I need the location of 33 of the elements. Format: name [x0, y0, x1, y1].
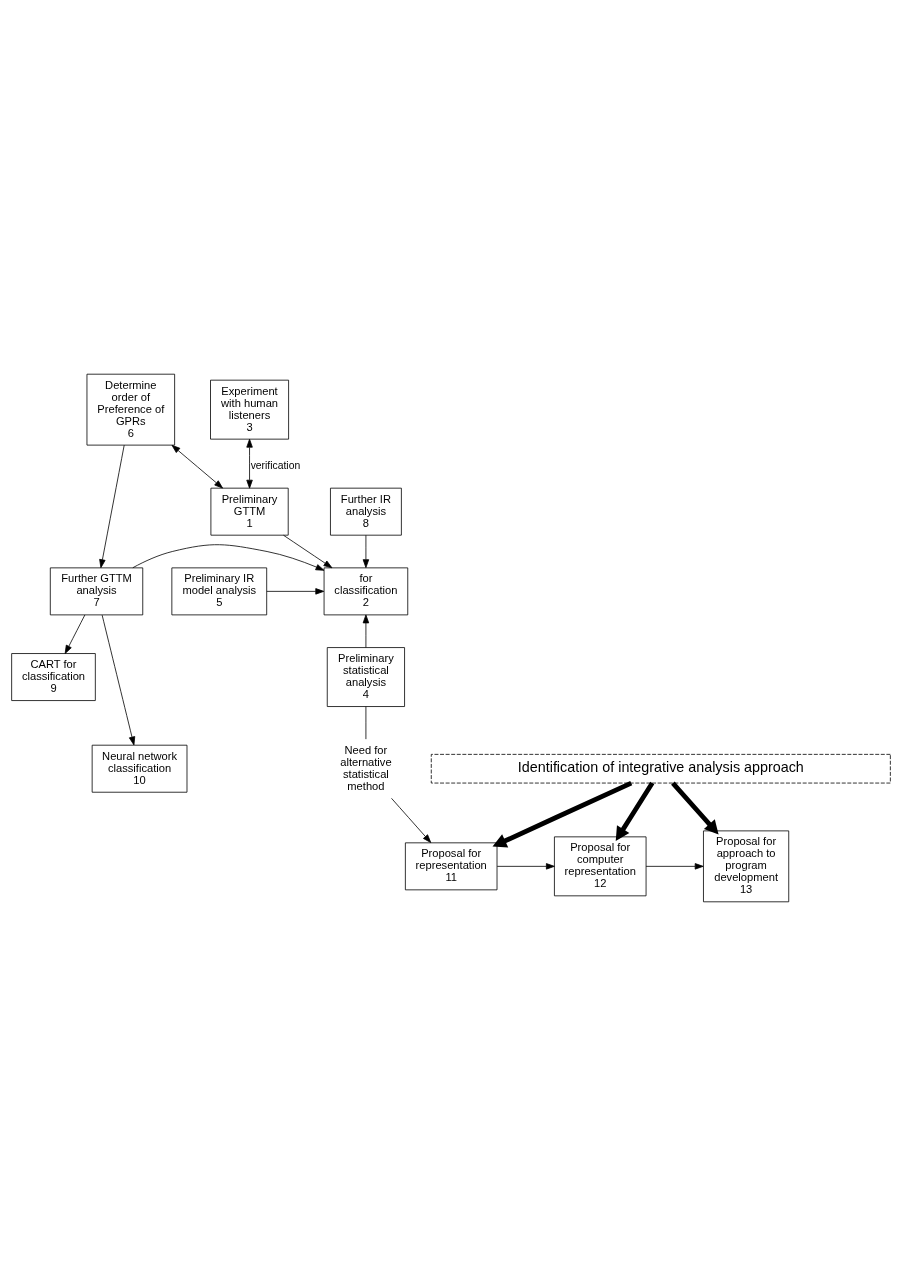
node-text: Need for alternative statistical method: [340, 743, 392, 792]
arrow: [362, 614, 370, 648]
node-box: Experiment with human listeners 3: [210, 379, 289, 440]
arrow: [99, 444, 125, 569]
arrow: [171, 444, 223, 489]
node-box: Proposal for representation 11: [404, 842, 498, 891]
arrow: [246, 438, 253, 489]
node-box: for classification 2: [323, 567, 409, 616]
connector: [365, 706, 367, 740]
node-box: Further IR analysis 8: [330, 487, 402, 536]
arrow: [492, 780, 633, 848]
node-box: Preliminary statistical analysis 4: [326, 647, 405, 707]
arrow: [64, 614, 86, 654]
node-box: Preliminary GTTM 1: [210, 487, 289, 536]
node-box: Neural network classification 10: [91, 744, 188, 793]
node-box: Identification of integrative analysis approach: [430, 753, 891, 784]
node-box: Preliminary IR model analysis 5: [171, 567, 268, 616]
arrow: [391, 797, 432, 843]
arrow: [496, 863, 555, 870]
node-box: Further GTTM analysis 7: [49, 567, 144, 616]
arrow: [362, 534, 370, 568]
arrow: [132, 544, 325, 571]
edge-label: verification: [250, 460, 301, 472]
node-box: Determine order of Preference of GPRs 6: [86, 373, 176, 446]
node-box: Proposal for approach to program development 13: [703, 830, 790, 903]
node-box: CART for classification 9: [11, 653, 96, 701]
arrow: [671, 781, 719, 835]
arrow: [283, 534, 333, 569]
node-box: Proposal for computer representation 12: [554, 836, 647, 897]
arrow: [266, 588, 325, 595]
arrow: [615, 781, 655, 841]
arrow: [101, 614, 136, 746]
arrow: [645, 863, 704, 870]
